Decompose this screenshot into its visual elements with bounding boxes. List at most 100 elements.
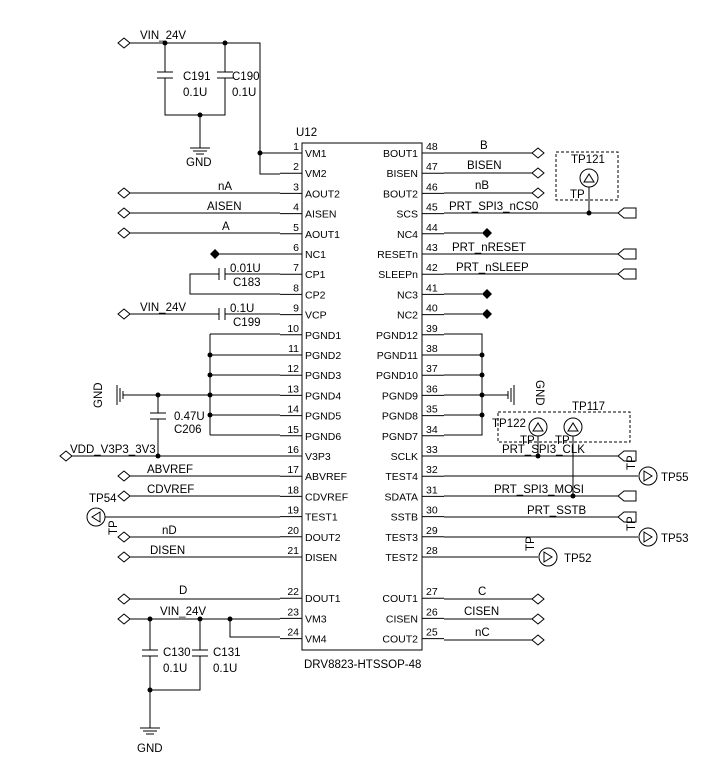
chip-u12[interactable]: U12 DRV8823-HTSSOP-48 <box>296 127 423 671</box>
pin-6-name: NC1 <box>305 249 326 261</box>
vin-vcp-label: VIN_24V <box>140 302 186 314</box>
port-mosi[interactable] <box>617 490 637 502</box>
pin-22-number: 22 <box>287 586 299 598</box>
net-mosi: PRT_SPI3_MOSI <box>494 484 584 496</box>
pin-3-name: AOUT2 <box>305 188 340 200</box>
port-nc[interactable] <box>531 634 545 646</box>
c199-ref: C199 <box>233 317 261 329</box>
pin-17-name: ABVREF <box>305 471 347 483</box>
c183-val: 0.01U <box>230 263 261 275</box>
port-nreset[interactable] <box>617 248 637 260</box>
pin-10-name: PGND1 <box>305 330 341 342</box>
net-bisen: BISEN <box>467 160 502 172</box>
pin-2-number: 2 <box>293 161 299 173</box>
port-d[interactable] <box>117 593 131 605</box>
tp117-marker[interactable] <box>563 417 583 437</box>
nc1-marker <box>210 249 220 259</box>
port-na[interactable] <box>117 187 131 199</box>
port-disen[interactable] <box>117 551 131 563</box>
tp117-tp: TP <box>555 435 570 447</box>
pin-21-name: DISEN <box>305 552 337 564</box>
pin-9-number: 9 <box>293 303 299 315</box>
pin-24-name: VM4 <box>305 634 327 646</box>
tp52-label: TP52 <box>564 553 592 565</box>
pin-4-number: 4 <box>293 202 299 214</box>
tp121-marker[interactable] <box>579 168 599 188</box>
port-vin-vcp[interactable] <box>117 308 131 320</box>
net-nb: nB <box>475 180 489 192</box>
pin-35-number: 35 <box>426 404 438 416</box>
vin-top-port[interactable] <box>117 37 131 49</box>
pin-7-number: 7 <box>293 262 299 274</box>
cap-c199 <box>130 308 280 320</box>
pin-13-name: PGND4 <box>305 390 341 402</box>
port-cdvref[interactable] <box>117 490 131 502</box>
pin-45-number: 45 <box>426 202 438 214</box>
c131-ref: C131 <box>213 647 241 659</box>
pin-5-number: 5 <box>293 222 299 234</box>
c130-ref: C130 <box>163 647 191 659</box>
tp117-label: TP117 <box>572 401 605 413</box>
pin-30-number: 30 <box>426 505 438 517</box>
tp55-label: TP55 <box>661 472 689 484</box>
tp55-marker[interactable] <box>638 466 658 486</box>
pin-7-name: CP1 <box>305 269 326 281</box>
port-bisen[interactable] <box>531 167 545 179</box>
nc4-marker <box>482 228 492 238</box>
port-clk[interactable] <box>617 450 637 462</box>
tp53-label: TP53 <box>661 533 689 545</box>
pin-48-name: BOUT1 <box>383 148 418 160</box>
net-sstb: PRT_SSTB <box>527 505 587 517</box>
pin-28-number: 28 <box>426 545 438 557</box>
tp53-marker[interactable] <box>638 527 658 547</box>
tp54-tp: TP <box>108 520 120 535</box>
pin-25-number: 25 <box>426 627 438 639</box>
tp52-marker[interactable] <box>538 547 558 567</box>
port-abvref[interactable] <box>117 470 131 482</box>
pin-31-number: 31 <box>426 484 438 496</box>
gnd-right-label: GND <box>533 380 545 406</box>
pin-39-number: 39 <box>426 323 438 335</box>
pin-8-name: CP2 <box>305 289 326 301</box>
port-aisen[interactable] <box>117 207 131 219</box>
pin-44-number: 44 <box>426 222 438 234</box>
port-c[interactable] <box>531 593 545 605</box>
port-b[interactable] <box>531 147 545 159</box>
cap-c183 <box>218 268 226 280</box>
pin-43-name: RESETn <box>377 249 418 261</box>
vin-top-group: VIN_24V GND C191 0.1U C190 0.1U <box>117 30 280 175</box>
pin-41-number: 41 <box>426 282 438 294</box>
port-ncs0[interactable] <box>617 207 637 219</box>
pin-15-number: 15 <box>287 424 299 436</box>
vdd-label: VDD_V3P3_3V3 <box>70 444 156 456</box>
pin-18-number: 18 <box>287 484 299 496</box>
pin-34-name: PGND7 <box>382 431 418 443</box>
port-nsleep[interactable] <box>617 268 637 280</box>
pin-15-name: PGND6 <box>305 431 341 443</box>
pin-38-number: 38 <box>426 343 438 355</box>
gnd-left-label: GND <box>93 382 105 408</box>
port-cisen[interactable] <box>531 613 545 625</box>
port-a[interactable] <box>117 227 131 239</box>
pin-30-name: SSTB <box>391 512 418 524</box>
pin-9-name: VCP <box>305 310 327 322</box>
pin-37-name: PGND10 <box>376 370 418 382</box>
pin-26-name: CISEN <box>386 613 418 625</box>
pin-4-name: AISEN <box>305 209 337 221</box>
c190-val: 0.1U <box>232 87 256 99</box>
port-sstb[interactable] <box>617 511 637 523</box>
tp121-box <box>555 151 619 201</box>
port-nb[interactable] <box>531 187 545 199</box>
pin-29-name: TEST3 <box>385 532 418 544</box>
tp122-marker[interactable] <box>528 417 548 437</box>
pin-16-name: V3P3 <box>305 451 331 463</box>
pin-19-number: 19 <box>287 505 299 517</box>
tp54-marker[interactable] <box>86 507 106 527</box>
port-vin-bottom[interactable] <box>117 613 131 625</box>
pin-28-name: TEST2 <box>385 552 418 564</box>
net-nc: nC <box>475 627 490 639</box>
pin-1-number: 1 <box>293 141 299 153</box>
pin-46-number: 46 <box>426 181 438 193</box>
nc2-marker <box>482 309 492 319</box>
chip-pins: 1VM12VM23AOUT24AISEN5AOUT16NC17CP18CP29V… <box>280 141 444 646</box>
